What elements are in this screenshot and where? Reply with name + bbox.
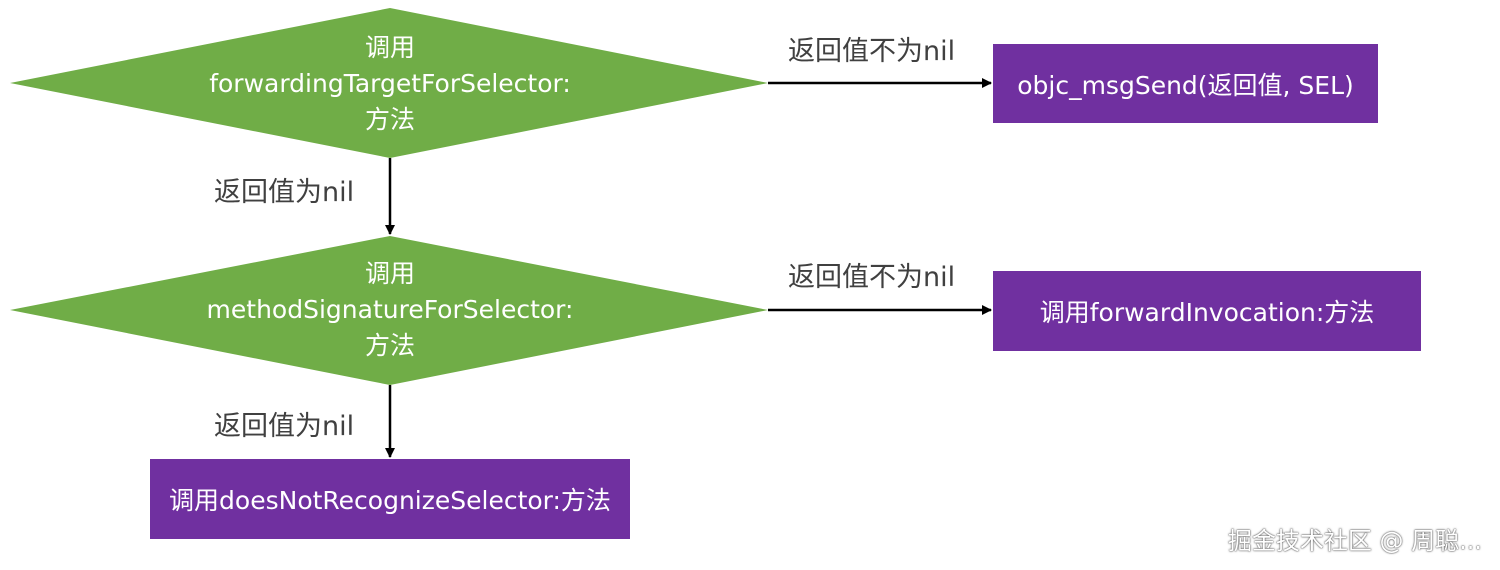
edge-label-d2-to-box3: 返回值为nil xyxy=(214,411,355,442)
decision-1-line2: forwardingTargetForSelector: xyxy=(209,69,571,98)
watermark: 掘金技术社区 @ 周聪... xyxy=(1227,527,1482,555)
decision-2-line2: methodSignatureForSelector: xyxy=(206,295,574,324)
decision-1-label: 调用 forwardingTargetForSelector: 方法 xyxy=(190,30,590,138)
decision-2-line3: 方法 xyxy=(364,331,415,360)
decision-2-line1: 调用 xyxy=(364,259,415,288)
edge-label-d1-to-d2: 返回值为nil xyxy=(214,177,355,208)
process-box-does-not-recognize: 调用doesNotRecognizeSelector:方法 xyxy=(150,459,630,539)
process-box-forward-invocation: 调用forwardInvocation:方法 xyxy=(993,271,1421,351)
decision-2-label: 调用 methodSignatureForSelector: 方法 xyxy=(190,256,590,364)
decision-diamond-2 xyxy=(10,236,768,385)
decision-diamond-1 xyxy=(10,8,768,158)
edge-label-d1-to-box1: 返回值不为nil xyxy=(788,36,956,67)
decision-1-line3: 方法 xyxy=(364,105,415,134)
process-box-objc-msgsend: objc_msgSend(返回值, SEL) xyxy=(993,44,1378,123)
decision-1-line1: 调用 xyxy=(364,33,415,62)
edge-label-d2-to-box2: 返回值不为nil xyxy=(788,262,956,293)
